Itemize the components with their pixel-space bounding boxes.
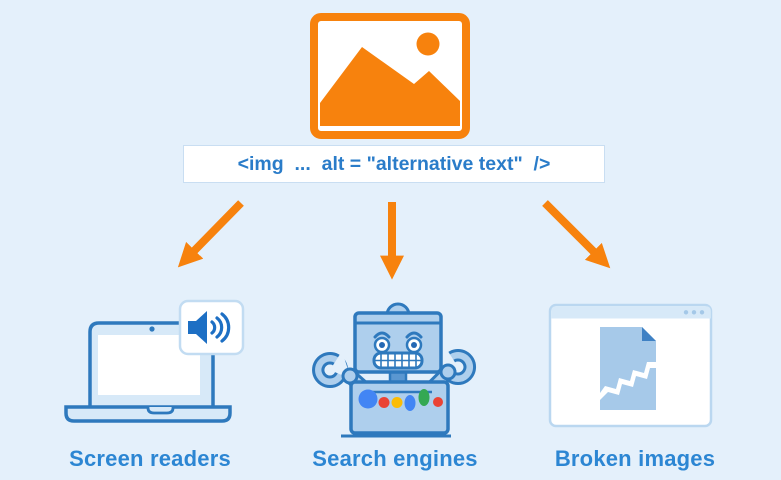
- browser-bar-dot: [683, 310, 689, 315]
- robot-head: [353, 311, 443, 374]
- robot-body: [349, 380, 450, 435]
- laptop-with-speaker-icon: [64, 299, 245, 423]
- torn-page-icon: [600, 327, 656, 410]
- google-colors-dots: [358, 389, 443, 411]
- alt-code-snippet: <img ... alt = "alternative text" />: [183, 145, 605, 183]
- browser-bar-dot: [691, 310, 697, 315]
- arrow-down-right-icon: [542, 200, 611, 269]
- label-screen-readers: Screen readers: [69, 446, 231, 471]
- label-search-engines: Search engines: [312, 446, 478, 471]
- image-placeholder-icon: [310, 13, 470, 139]
- browser-bar-dot: [699, 310, 705, 315]
- search-robot-icon: [312, 302, 477, 438]
- sun-icon: [416, 32, 440, 56]
- label-broken-images: Broken images: [554, 446, 716, 471]
- laptop-icon: [64, 321, 232, 423]
- robot-mouth: [372, 351, 424, 370]
- alt-code-text: <img ... alt = "alternative text" />: [237, 152, 551, 175]
- robot-eyebrow-left: [373, 331, 391, 339]
- page-fold-corner: [642, 327, 656, 341]
- webcam-dot: [149, 326, 155, 332]
- arrow-down-left-icon: [177, 200, 244, 268]
- robot-eyebrow-right: [405, 331, 423, 339]
- mountain-icon: [320, 47, 460, 126]
- broken-image-browser-icon: [548, 303, 713, 428]
- speaker-icon: [178, 299, 245, 356]
